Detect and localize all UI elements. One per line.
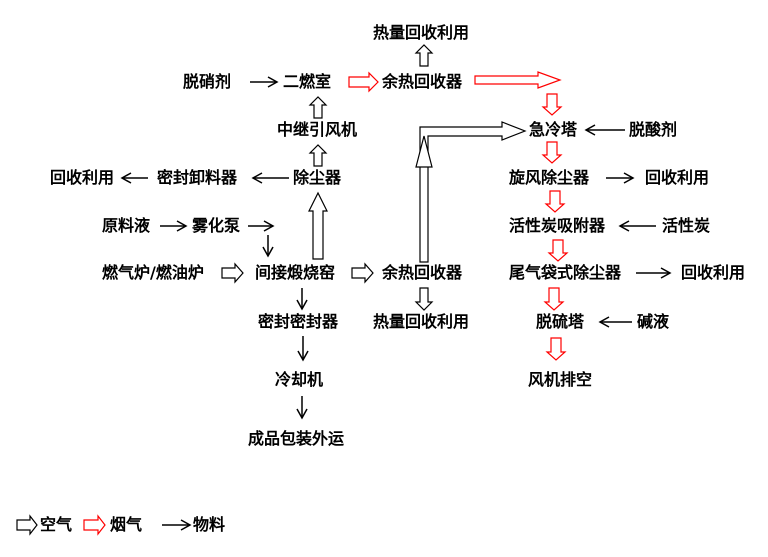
node-fan-exhaust: 风机排空: [528, 370, 593, 389]
material-arrow-alkali-to-desulf: [598, 316, 632, 328]
air-arrow-furnace-to-kiln: [221, 262, 244, 284]
node-indirect-kiln: 间接煅烧窑: [255, 263, 336, 282]
node-dust-collector: 除尘器: [293, 168, 342, 187]
material-arrow-discharger-to-recycle: [120, 172, 148, 184]
node-heat-recovery-bottom: 热量回收利用: [373, 312, 470, 331]
air-arrow-up-to-secondary-combustion: [308, 96, 328, 119]
node-quench-tower: 急冷塔: [529, 120, 578, 139]
air-arrow-down-to-heat-recovery: [414, 287, 434, 311]
gas-arrow-down-4: [547, 239, 569, 262]
legend-material-label: 物料: [193, 515, 226, 534]
node-desulfurization-tower: 脱硫塔: [536, 312, 585, 331]
air-arrow-boiler-to-quench-tower: [419, 121, 527, 263]
material-arrow-dust-to-discharger: [251, 172, 289, 184]
node-sealed-sealer: 密封密封器: [258, 312, 339, 331]
node-activated-carbon: 活性炭: [662, 216, 711, 235]
material-arrow-bag-to-recycle: [636, 267, 672, 279]
node-gas-oil-furnace: 燃气炉/燃油炉: [102, 263, 204, 282]
air-arrow-up-to-relay-fan: [308, 144, 328, 167]
air-arrow-boiler-up-head: [415, 135, 433, 168]
node-waste-heat-boiler-top: 余热回收器: [382, 72, 463, 91]
legend-flue-gas-label: 烟气: [110, 515, 143, 534]
legend-flue-gas-icon: [83, 514, 106, 536]
node-sealed-discharger: 密封卸料器: [157, 168, 238, 187]
material-arrow-cyclone-to-recycle: [606, 172, 635, 184]
material-arrow-cooler-to-packing: [296, 396, 308, 420]
node-cyclone: 旋风除尘器: [509, 168, 590, 187]
air-arrow-up-to-dust-collector: [308, 191, 328, 260]
material-arrow-carbon-to-adsorber: [618, 220, 656, 232]
node-secondary-combustion: 二燃室: [283, 72, 332, 91]
node-recycle-bag: 回收利用: [681, 263, 746, 282]
node-waste-heat-boiler-bottom: 余热回收器: [382, 263, 463, 282]
node-activated-carbon-adsorber: 活性炭吸附器: [509, 216, 606, 235]
legend-air-label: 空气: [40, 515, 73, 534]
node-recycle-cyclone: 回收利用: [645, 168, 710, 187]
material-arrow-kiln-to-sealer: [296, 288, 308, 311]
node-deacid-agent: 脱酸剂: [629, 120, 678, 139]
node-alkali-liquid: 碱液: [637, 312, 670, 331]
air-arrow-up-to-heat-recovery: [414, 44, 434, 67]
legend-material-icon: [162, 519, 192, 531]
node-recycle-left: 回收利用: [50, 168, 115, 187]
gas-arrow-combustion-to-boiler: [348, 71, 379, 93]
material-arrow-deacid-to-quench: [584, 124, 625, 136]
material-arrow-pump-out: [248, 220, 275, 232]
material-arrow-pump-down-to-kiln: [262, 235, 274, 258]
node-bag-filter: 尾气袋式除尘器: [509, 263, 622, 282]
node-atomizing-pump: 雾化泵: [192, 216, 241, 235]
node-raw-liquid: 原料液: [102, 216, 151, 235]
node-denitration-agent: 脱硝剂: [183, 72, 232, 91]
gas-arrow-down-6: [545, 337, 567, 361]
material-arrow-sealer-to-cooler: [297, 336, 309, 362]
gas-arrow-down-2: [541, 141, 563, 164]
node-cooler: 冷却机: [275, 370, 324, 389]
legend-air-icon: [16, 514, 38, 536]
gas-arrow-down-3: [544, 190, 566, 213]
node-product-packing: 成品包装外运: [248, 429, 345, 448]
gas-arrow-down-1: [541, 93, 563, 116]
material-arrow-raw-to-pump: [160, 220, 188, 232]
material-arrow-denitration-to-combustion: [250, 76, 279, 88]
gas-arrow-down-5: [543, 287, 565, 311]
node-relay-fan: 中继引风机: [277, 120, 358, 139]
air-arrow-kiln-to-boiler: [351, 262, 374, 284]
gas-arrow-boiler-to-quench: [474, 71, 562, 89]
node-heat-recovery-top: 热量回收利用: [373, 23, 470, 42]
